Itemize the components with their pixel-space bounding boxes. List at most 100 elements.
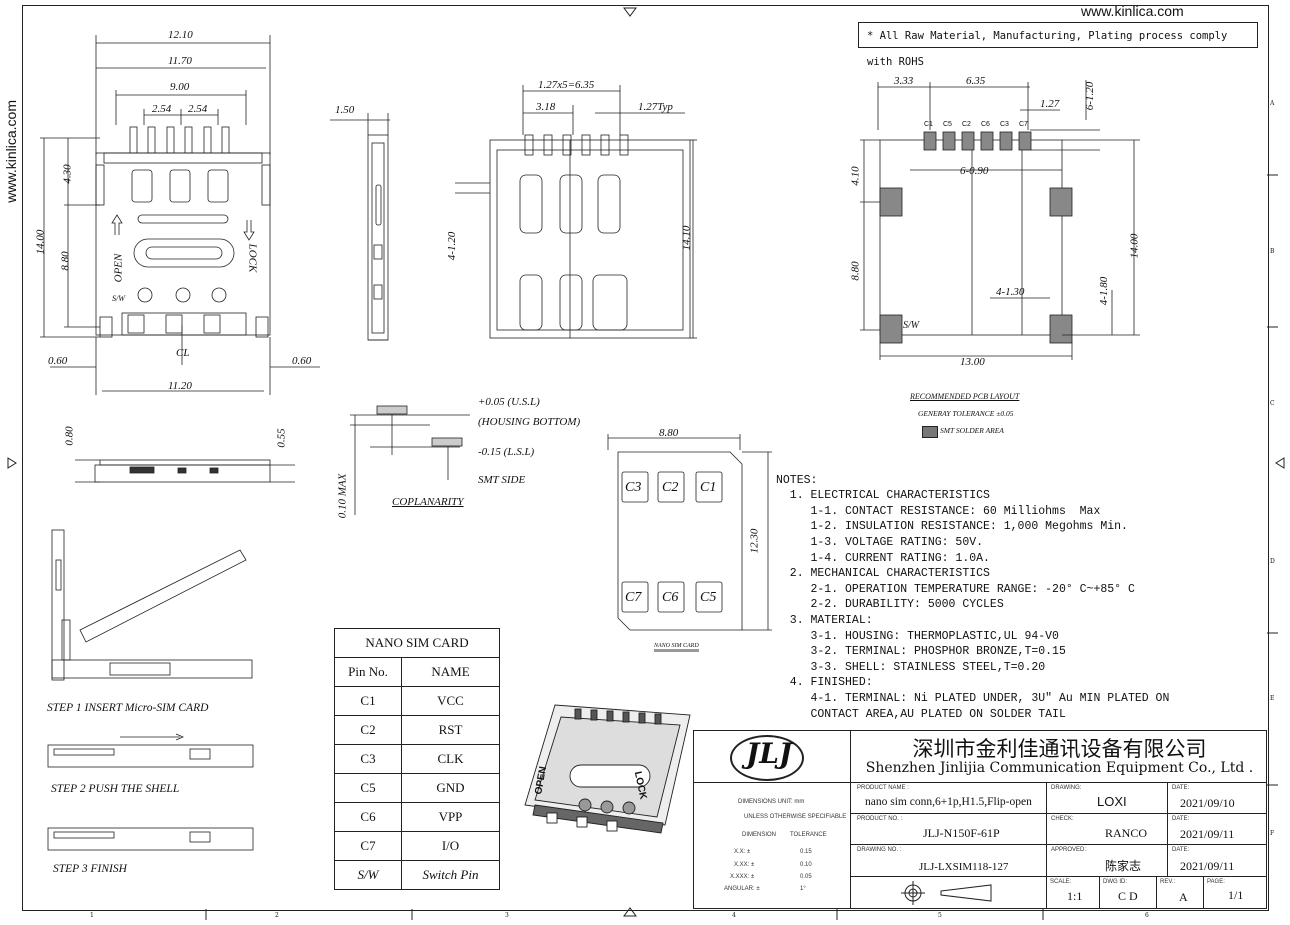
pcb-dim-4-1-80: 4-1.80 bbox=[1098, 276, 1111, 306]
note-line: 1-1. CONTACT RESISTANCE: 60 Milliohms Ma… bbox=[776, 504, 1101, 518]
scale-cell: SCALE: 1:1 bbox=[1046, 876, 1100, 909]
page-cell: PAGE: 1/1 bbox=[1203, 876, 1267, 909]
dim-4-1-20: 4-1.20 bbox=[446, 231, 459, 261]
rev-cell: REV.: A bbox=[1156, 876, 1204, 909]
logo-icon bbox=[730, 735, 804, 781]
pcb-pin-c3: C3 bbox=[1000, 121, 1009, 128]
pcb-pin-c1: C1 bbox=[924, 121, 933, 128]
step-3: STEP 3 FINISH bbox=[53, 863, 127, 875]
cell-pin: S/W bbox=[334, 860, 402, 890]
cop-smt: SMT SIDE bbox=[478, 474, 526, 486]
logo-text: JLJ bbox=[746, 737, 793, 770]
col-2: 2 bbox=[275, 912, 279, 919]
dim-11-20: 11.20 bbox=[168, 380, 192, 392]
dim-0-60-left: 0.60 bbox=[48, 355, 68, 367]
pcb-pin-c2: C2 bbox=[962, 121, 971, 128]
date-checked: 2021/09/11 bbox=[1180, 827, 1235, 841]
card-c1: C1 bbox=[700, 480, 717, 495]
dim-pitch: 1.27x5=6.35 bbox=[538, 79, 595, 91]
website-top: www.kinlica.com bbox=[1081, 3, 1184, 19]
pcb-sw: S/W bbox=[903, 320, 920, 331]
scale: 1:1 bbox=[1067, 889, 1083, 903]
page-label: PAGE: bbox=[1207, 879, 1225, 885]
cell-name: Switch Pin bbox=[401, 860, 500, 890]
pcb-pin-c5: C5 bbox=[943, 121, 952, 128]
cop-title: COPLANARITY bbox=[392, 496, 464, 508]
tol-dim: ANGULAR: ± bbox=[724, 886, 760, 892]
note-line: 1-3. VOLTAGE RATING: 50V. bbox=[776, 535, 984, 549]
tol-val: 0.15 bbox=[800, 849, 812, 855]
dim-9-00: 9.00 bbox=[170, 81, 190, 93]
date-label: DATE: bbox=[1172, 816, 1190, 822]
dim-0-60-right: 0.60 bbox=[292, 355, 312, 367]
side-view bbox=[330, 113, 390, 341]
date-label: DATE: bbox=[1172, 847, 1190, 853]
pcb-title: RECOMMENDED PCB LAYOUT bbox=[910, 392, 1020, 401]
pcb-dim-1-27: 1.27 bbox=[1040, 98, 1060, 110]
product-no-label: PRODUCT NO. : bbox=[857, 816, 903, 822]
dim-3-18: 3.18 bbox=[536, 101, 556, 113]
card-h: 12.30 bbox=[748, 528, 761, 554]
note-line: 1-2. INSULATION RESISTANCE: 1,000 Megohm… bbox=[776, 520, 1128, 534]
card-c2: C2 bbox=[662, 480, 679, 495]
steps-drawing bbox=[47, 529, 254, 851]
top-view bbox=[40, 35, 320, 395]
row-b: B bbox=[1270, 248, 1275, 255]
pcb-smt: SMT SOLDER AREA bbox=[940, 426, 1004, 435]
card-c7: C7 bbox=[625, 590, 642, 605]
col-6: 6 bbox=[1145, 912, 1149, 919]
company-cell: 深圳市金利佳通讯设备有限公司 Shenzhen Jinlijia Communi… bbox=[850, 730, 1267, 783]
approved-label: APPROVED: bbox=[1051, 847, 1087, 853]
drawing-no: JLJ-LXSIM118-127 bbox=[919, 861, 1009, 873]
profile-0-55: 0.55 bbox=[275, 428, 288, 448]
col-3: 3 bbox=[505, 912, 509, 919]
product-no: JLJ-N150F-61P bbox=[923, 826, 1000, 840]
dim-1-27typ: 1.27Typ bbox=[638, 101, 673, 113]
row-a: A bbox=[1270, 100, 1275, 107]
row-d: D bbox=[1270, 558, 1275, 565]
note-line: 3-1. HOUSING: THERMOPLASTIC,UL 94-V0 bbox=[776, 629, 1059, 643]
cop-usl: +0.05 (U.S.L) bbox=[478, 396, 540, 408]
page: 1/1 bbox=[1228, 888, 1244, 902]
scale-label: SCALE: bbox=[1050, 879, 1072, 885]
cell-name: VCC bbox=[401, 686, 500, 716]
smt-swatch bbox=[922, 426, 938, 438]
note-line: CONTACT AREA,AU PLATED ON SOLDER TAIL bbox=[776, 707, 1066, 721]
date3-cell: DATE: 2021/09/11 bbox=[1167, 844, 1267, 877]
cell-name: CLK bbox=[401, 744, 500, 774]
drawing-frame bbox=[22, 5, 1269, 911]
approved-cell: APPROVED: 陈家志 bbox=[1046, 844, 1168, 877]
pcb-dim-14-00: 14.00 bbox=[1128, 233, 1141, 259]
check-label: CHECK: bbox=[1051, 816, 1074, 822]
pcb-dim-6-35: 6.35 bbox=[966, 75, 986, 87]
product-name-label: PRODUCT NAME : bbox=[857, 785, 909, 791]
dim-12-10: 12.10 bbox=[168, 29, 193, 41]
col-5: 5 bbox=[938, 912, 942, 919]
dim-11-70: 11.70 bbox=[168, 55, 192, 67]
unless-text: UNLESS OTHERWISE SPECIFIABLE bbox=[744, 814, 847, 820]
dwg-cell: DWG ID: C D bbox=[1099, 876, 1157, 909]
product-no-cell: PRODUCT NO. : JLJ-N150F-61P bbox=[850, 813, 1047, 845]
sim-card-drawing bbox=[607, 434, 772, 631]
date-drawn: 2021/09/10 bbox=[1180, 796, 1235, 810]
cop-housing: (HOUSING BOTTOM) bbox=[478, 416, 581, 428]
card-c3: C3 bbox=[625, 480, 642, 495]
step-2: STEP 2 PUSH THE SHELL bbox=[51, 783, 180, 795]
note-line: 4. FINISHED: bbox=[776, 676, 873, 690]
note-line: 1-4. CURRENT RATING: 1.0A. bbox=[776, 551, 990, 565]
lock-label: LOCK bbox=[246, 243, 259, 273]
logo-cell: JLJ bbox=[693, 730, 851, 783]
pcb-layout bbox=[860, 80, 1140, 360]
cell-pin: C1 bbox=[334, 686, 402, 716]
coplanarity-diagram bbox=[350, 405, 470, 515]
date-approved: 2021/09/11 bbox=[1180, 859, 1235, 873]
centerline-label: CL bbox=[176, 347, 190, 359]
product-name-cell: PRODUCT NAME : nano sim conn,6+1p,H1.5,F… bbox=[850, 782, 1047, 814]
drawing-no-label: DRAWING NO. : bbox=[857, 847, 902, 853]
rev-label: REV.: bbox=[1160, 879, 1176, 885]
